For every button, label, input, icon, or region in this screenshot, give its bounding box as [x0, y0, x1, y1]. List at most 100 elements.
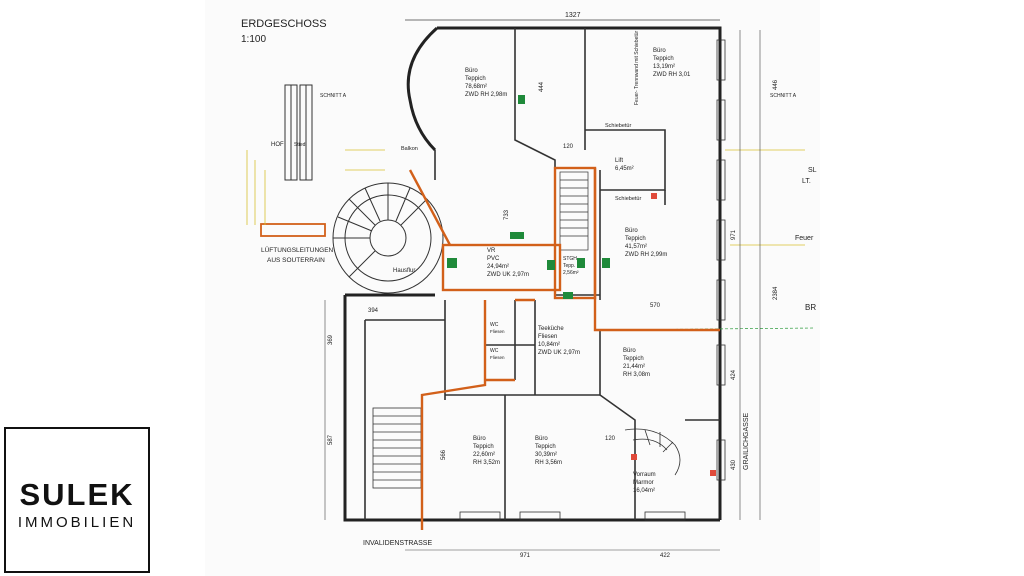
label-lueftung-1: LÜFTUNGSLEITUNGEN: [261, 246, 334, 254]
svg-text:733: 733: [504, 209, 510, 220]
lower-stairs: [372, 407, 422, 489]
label-schiebetuer-2: Schiebetür: [615, 196, 641, 202]
label-wc-2: WC: [490, 348, 499, 354]
svg-text:587: 587: [328, 434, 334, 445]
room-1-l3: 78,68m²: [465, 84, 487, 90]
room-10-l1: Vorraum: [633, 472, 656, 478]
label-wc-2b: Fliesen: [490, 355, 505, 360]
label-feuer: Feuer: [795, 235, 814, 242]
label-pillar-note: Feuer- Trennwand mit Schiebetür: [634, 30, 640, 105]
svg-text:446: 446: [773, 79, 779, 90]
svg-text:2384: 2384: [773, 286, 779, 300]
room-5-l1: VR: [487, 248, 496, 254]
room-10-l2: Marmor: [633, 480, 654, 486]
dimension-lines: [324, 30, 761, 551]
label-sl: SL: [808, 167, 817, 174]
label-stiege: Stied: [294, 142, 306, 148]
room-2-l4: ZWD RH 3,01: [653, 72, 691, 78]
room-9-l1: Büro: [535, 436, 548, 442]
room-5-l3: 24,94m²: [487, 264, 509, 270]
room-2-l2: Teppich: [653, 56, 674, 62]
logo-sub-text: IMMOBILIEN: [17, 514, 137, 531]
spiral-staircase: [332, 182, 444, 294]
room-9-l4: RH 3,56m: [535, 460, 562, 466]
svg-text:566: 566: [441, 449, 447, 460]
ventilation-duct: [260, 223, 326, 237]
room-3-l2: 6,45m²: [615, 166, 634, 172]
room-8-l1: Büro: [473, 436, 486, 442]
room-9-l2: Teppich: [535, 444, 556, 450]
room-6-l2: Fliesen: [538, 334, 557, 340]
svg-text:570: 570: [650, 303, 661, 309]
room-5-l4: ZWD UK 2,97m: [487, 272, 529, 278]
label-lueftung-2: AUS SOUTERRAIN: [267, 257, 325, 264]
svg-text:424: 424: [731, 369, 737, 380]
label-hausflur: Hausflur: [393, 268, 415, 274]
label-wc-1b: Fliesen: [490, 329, 505, 334]
label-hof: HOF: [271, 142, 284, 148]
svg-text:444: 444: [539, 81, 545, 92]
room-7-l3: 21,44m²: [623, 364, 645, 370]
floor-plan-sheet: ERDGESCHOSS 1:100 1327: [205, 0, 820, 576]
room-2-l3: 13,19m²: [653, 64, 675, 70]
room-8-l4: RH 3,52m: [473, 460, 500, 466]
label-schiebetuer: Schiebetür: [605, 123, 631, 129]
shaft-stairs: [559, 171, 589, 251]
room-11-l1: STGH: [563, 256, 577, 262]
svg-text:971: 971: [731, 229, 737, 240]
svg-text:971: 971: [520, 553, 531, 559]
room-6-l1: Teeküche: [538, 326, 564, 332]
room-4-l1: Büro: [625, 228, 638, 234]
svg-text:430: 430: [731, 459, 737, 470]
sulek-logo: SULEK IMMOBILIEN: [4, 427, 150, 573]
label-invalidenstrasse: INVALIDENSTRASSE: [363, 540, 432, 547]
room-7-l1: Büro: [623, 348, 636, 354]
room-4-l3: 41,57m²: [625, 244, 647, 250]
svg-text:422: 422: [660, 553, 671, 559]
room-2-l1: Büro: [653, 48, 666, 54]
label-balkon: Balkon: [401, 146, 418, 152]
label-grailichgasse: GRAILICHGASSE: [743, 412, 750, 470]
label-br: BR: [805, 303, 816, 312]
dim-top-width: 1327: [565, 12, 581, 19]
label-schnitt-a-left: SCHNITT A: [320, 93, 347, 99]
escape-route: [408, 166, 720, 530]
outer-walls: [343, 26, 722, 522]
room-9-l3: 30,39m²: [535, 452, 557, 458]
vorraum-stairs: [624, 428, 681, 476]
hof-shafts: [284, 84, 313, 181]
exit-signs: [447, 95, 610, 299]
room-1-l2: Teppich: [465, 76, 486, 82]
room-8-l2: Teppich: [473, 444, 494, 450]
room-3-l1: Lift: [615, 158, 623, 164]
room-4-l4: ZWD RH 2,99m: [625, 252, 667, 258]
svg-text:369: 369: [328, 334, 334, 345]
plan-scale: 1:100: [241, 34, 266, 45]
logo-main-text: SULEK: [19, 477, 135, 512]
label-schnitt-a-right: SCHNITT A: [770, 93, 797, 99]
yellow-annotations: [246, 149, 805, 246]
fire-extinguishers: [631, 193, 716, 476]
windows-right: [459, 39, 726, 521]
svg-text:120: 120: [563, 144, 574, 150]
label-wc-1: WC: [490, 322, 499, 328]
room-6-l3: 10,84m²: [538, 342, 560, 348]
room-4-l2: Teppich: [625, 236, 646, 242]
room-11-l2: Tepp.: [563, 263, 575, 269]
dimension-labels: 444 120 733 394 369 587 566 570 971 2384…: [328, 79, 779, 559]
room-7-l2: Teppich: [623, 356, 644, 362]
svg-text:394: 394: [368, 308, 379, 314]
room-7-l4: RH 3,08m: [623, 372, 650, 378]
room-5-l2: PVC: [487, 256, 500, 262]
room-1-l1: Büro: [465, 68, 478, 74]
room-6-l4: ZWD UK 2,97m: [538, 350, 580, 356]
svg-text:120: 120: [605, 436, 616, 442]
room-10-l3: 16,04m²: [633, 488, 655, 494]
floor-plan-drawing: ERDGESCHOSS 1:100 1327: [241, 12, 817, 559]
plan-title: ERDGESCHOSS: [241, 18, 327, 30]
room-labels: Büro Teppich 78,68m² ZWD RH 2,98m Büro T…: [465, 48, 691, 494]
room-1-l4: ZWD RH 2,98m: [465, 92, 507, 98]
label-lt: LT.: [802, 178, 811, 185]
room-8-l3: 22,60m²: [473, 452, 495, 458]
room-11-l3: 2,56m²: [563, 270, 579, 276]
